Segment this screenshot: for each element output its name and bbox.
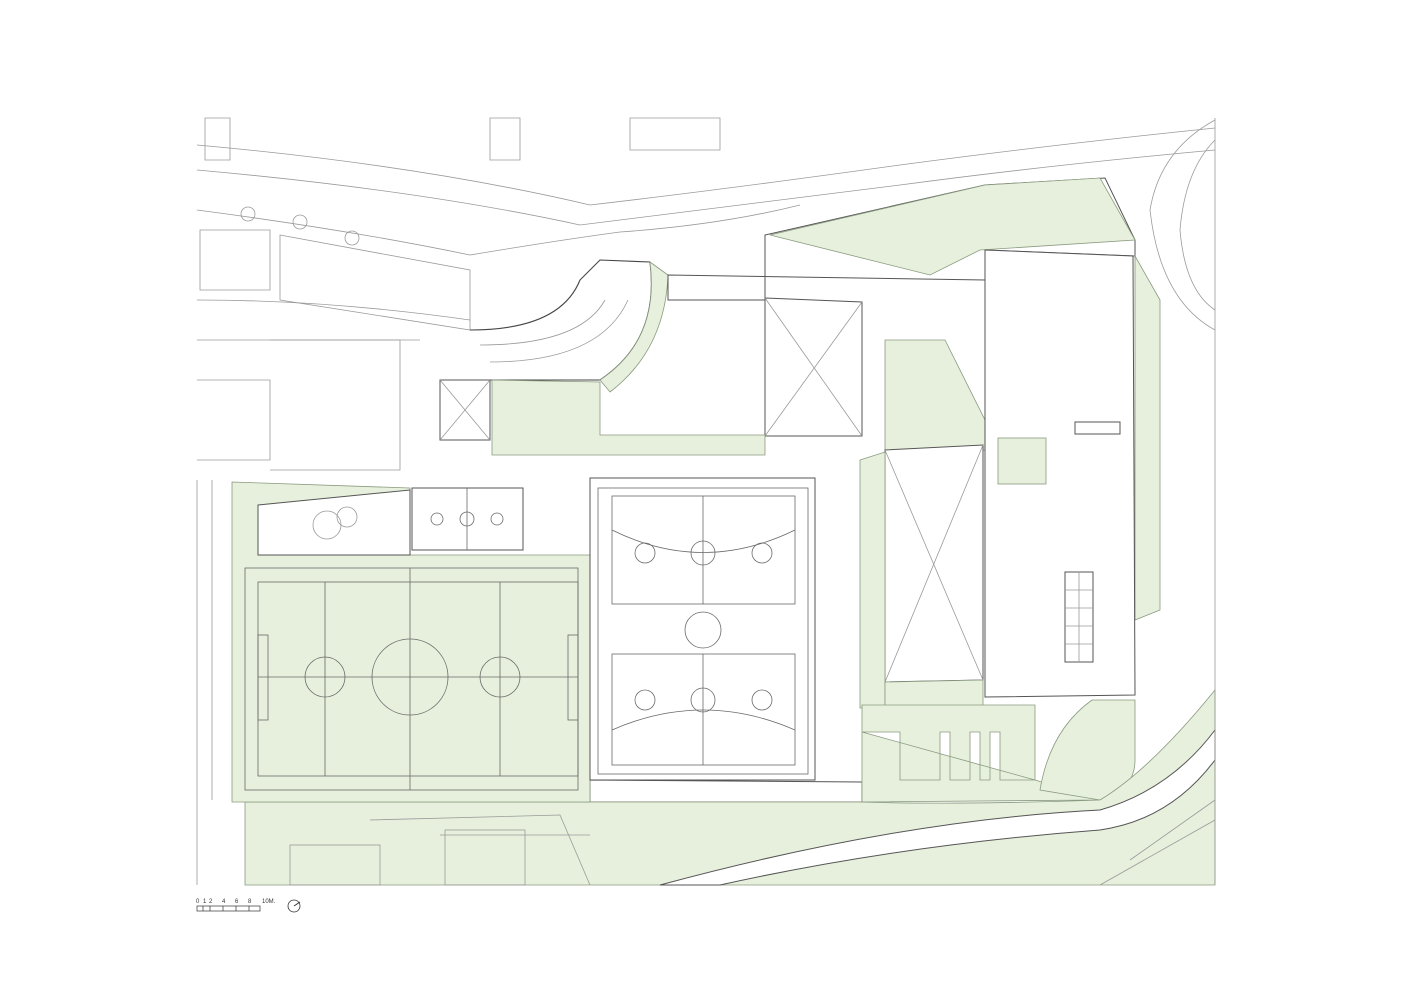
lower-courtyard [589,699,1136,803]
scale-tick-1: 1 [203,899,207,905]
scale-tick-0: 0 [196,899,200,905]
north-arrow-icon [287,899,301,913]
scale-bar: 0 1 2 4 6 8 10M. [196,899,301,913]
curved-ramp [469,259,669,393]
basketball-court-small [411,487,524,551]
scale-tick-2: 2 [209,899,213,905]
scale-tick-4: 4 [222,899,226,905]
site-boundary [196,118,1216,885]
scale-tick-10: 10M. [262,899,276,905]
upper-buildings [439,177,1136,461]
main-building [859,249,1161,709]
basketball-courts [589,477,816,781]
scale-tick-8: 8 [248,899,252,905]
soccer-field [231,481,591,803]
scale-tick-6: 6 [235,899,239,905]
